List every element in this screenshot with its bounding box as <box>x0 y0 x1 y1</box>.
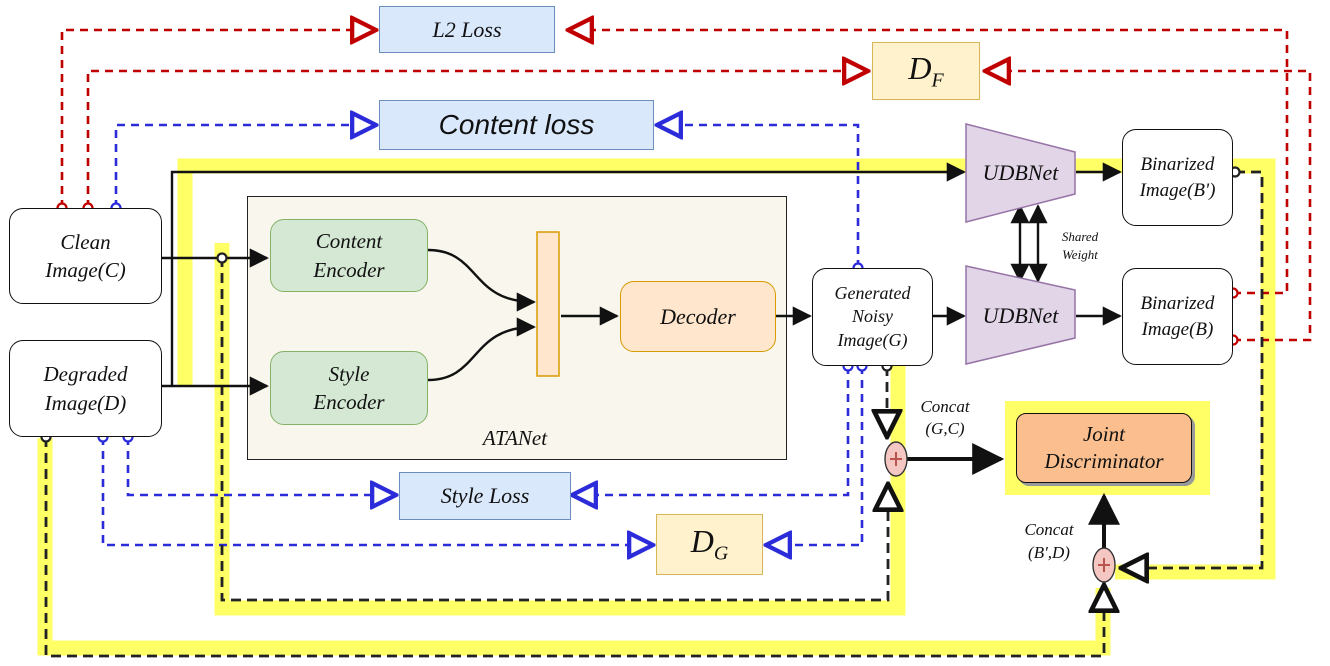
clean-to-content-loss-path <box>114 125 376 208</box>
style-encoder-node: Style Encoder <box>270 351 428 425</box>
red-loss-paths <box>60 30 1312 342</box>
udbnet-bottom-label: UDBNet <box>982 303 1059 328</box>
binarized-to-df-path <box>985 71 1312 342</box>
joint-discriminator-node: Joint Discriminator <box>1016 413 1192 483</box>
df-label: DF <box>908 49 944 92</box>
clean-image-node: Clean Image(C) <box>9 208 162 304</box>
udbnet-top-label: UDBNet <box>982 160 1059 185</box>
degraded-to-concat-bd-path <box>44 437 1104 658</box>
generated-to-content-loss-path <box>657 125 860 268</box>
degraded-image-node: Degraded Image(D) <box>9 340 162 437</box>
degraded-to-style-loss-path <box>126 437 396 495</box>
udbnet-bottom-shape <box>965 265 1076 365</box>
binarized-to-l2-path <box>568 30 1289 295</box>
decoder-node: Decoder <box>620 281 776 352</box>
generated-image-node: Generated Noisy Image(G) <box>812 268 933 366</box>
l2-loss-label: L2 Loss <box>432 16 502 42</box>
degraded-to-dg-path <box>101 437 653 545</box>
generated-to-dg-path <box>766 366 864 545</box>
highlight-middle-loop <box>214 243 906 616</box>
concat-gc-node <box>884 441 908 477</box>
style-encoder-to-concat-arrow <box>427 317 536 382</box>
dg-box: DG <box>656 514 763 575</box>
generated-to-style-loss-path <box>572 366 850 495</box>
binarized-prime-label: Binarized Image(B') <box>1139 153 1216 201</box>
clean-to-l2-path <box>60 30 376 208</box>
dg-label: DG <box>690 523 729 565</box>
style-loss-label: Style Loss <box>440 483 530 508</box>
style-encoder-label: Style Encoder <box>313 361 385 414</box>
joint-discriminator-label: Joint Discriminator <box>1044 421 1164 473</box>
decoder-label: Decoder <box>660 303 736 329</box>
binarized-prime-node: Binarized Image(B') <box>1122 129 1233 226</box>
l2-loss-box: L2 Loss <box>379 6 555 53</box>
dataflow-arrows <box>162 162 1122 548</box>
highlight-top-loop <box>177 158 1276 580</box>
binarized-label: Binarized Image(B) <box>1140 292 1215 340</box>
style-loss-box: Style Loss <box>399 472 571 520</box>
concat-gc-label: Concat (G,C) <box>920 396 970 438</box>
blue-loss-paths <box>101 125 864 545</box>
clean-to-concat-gc-path <box>220 257 888 602</box>
degraded-image-label: Degraded Image(D) <box>43 362 128 415</box>
binarized-prime-to-concat-bd-path <box>1121 170 1264 568</box>
content-encoder-to-concat-arrow <box>427 248 536 312</box>
shared-weight-label: Shared Weight <box>1061 229 1099 262</box>
atanet-label: ATANet <box>482 426 548 450</box>
concat-paths <box>44 170 1264 658</box>
content-encoder-node: Content Encoder <box>270 219 428 292</box>
df-box: DF <box>872 42 980 100</box>
udbnet-top-shape <box>965 123 1076 223</box>
binarized-node: Binarized Image(B) <box>1122 268 1233 365</box>
highlight-bottom-loop <box>37 438 1111 656</box>
clean-image-label: Clean Image(C) <box>45 229 126 282</box>
content-encoder-label: Content Encoder <box>313 229 385 282</box>
degraded-to-udbnet-arrow <box>170 162 966 386</box>
concat-bd-node <box>1092 547 1116 583</box>
clean-to-df-path <box>86 71 868 208</box>
concat-bd-label: Concat (B',D) <box>1024 520 1074 562</box>
content-loss-box: Content loss <box>379 100 654 150</box>
content-loss-label: Content loss <box>438 109 595 140</box>
generated-image-label: Generated Noisy Image(G) <box>834 282 911 350</box>
feature-concat-bar <box>536 231 560 377</box>
